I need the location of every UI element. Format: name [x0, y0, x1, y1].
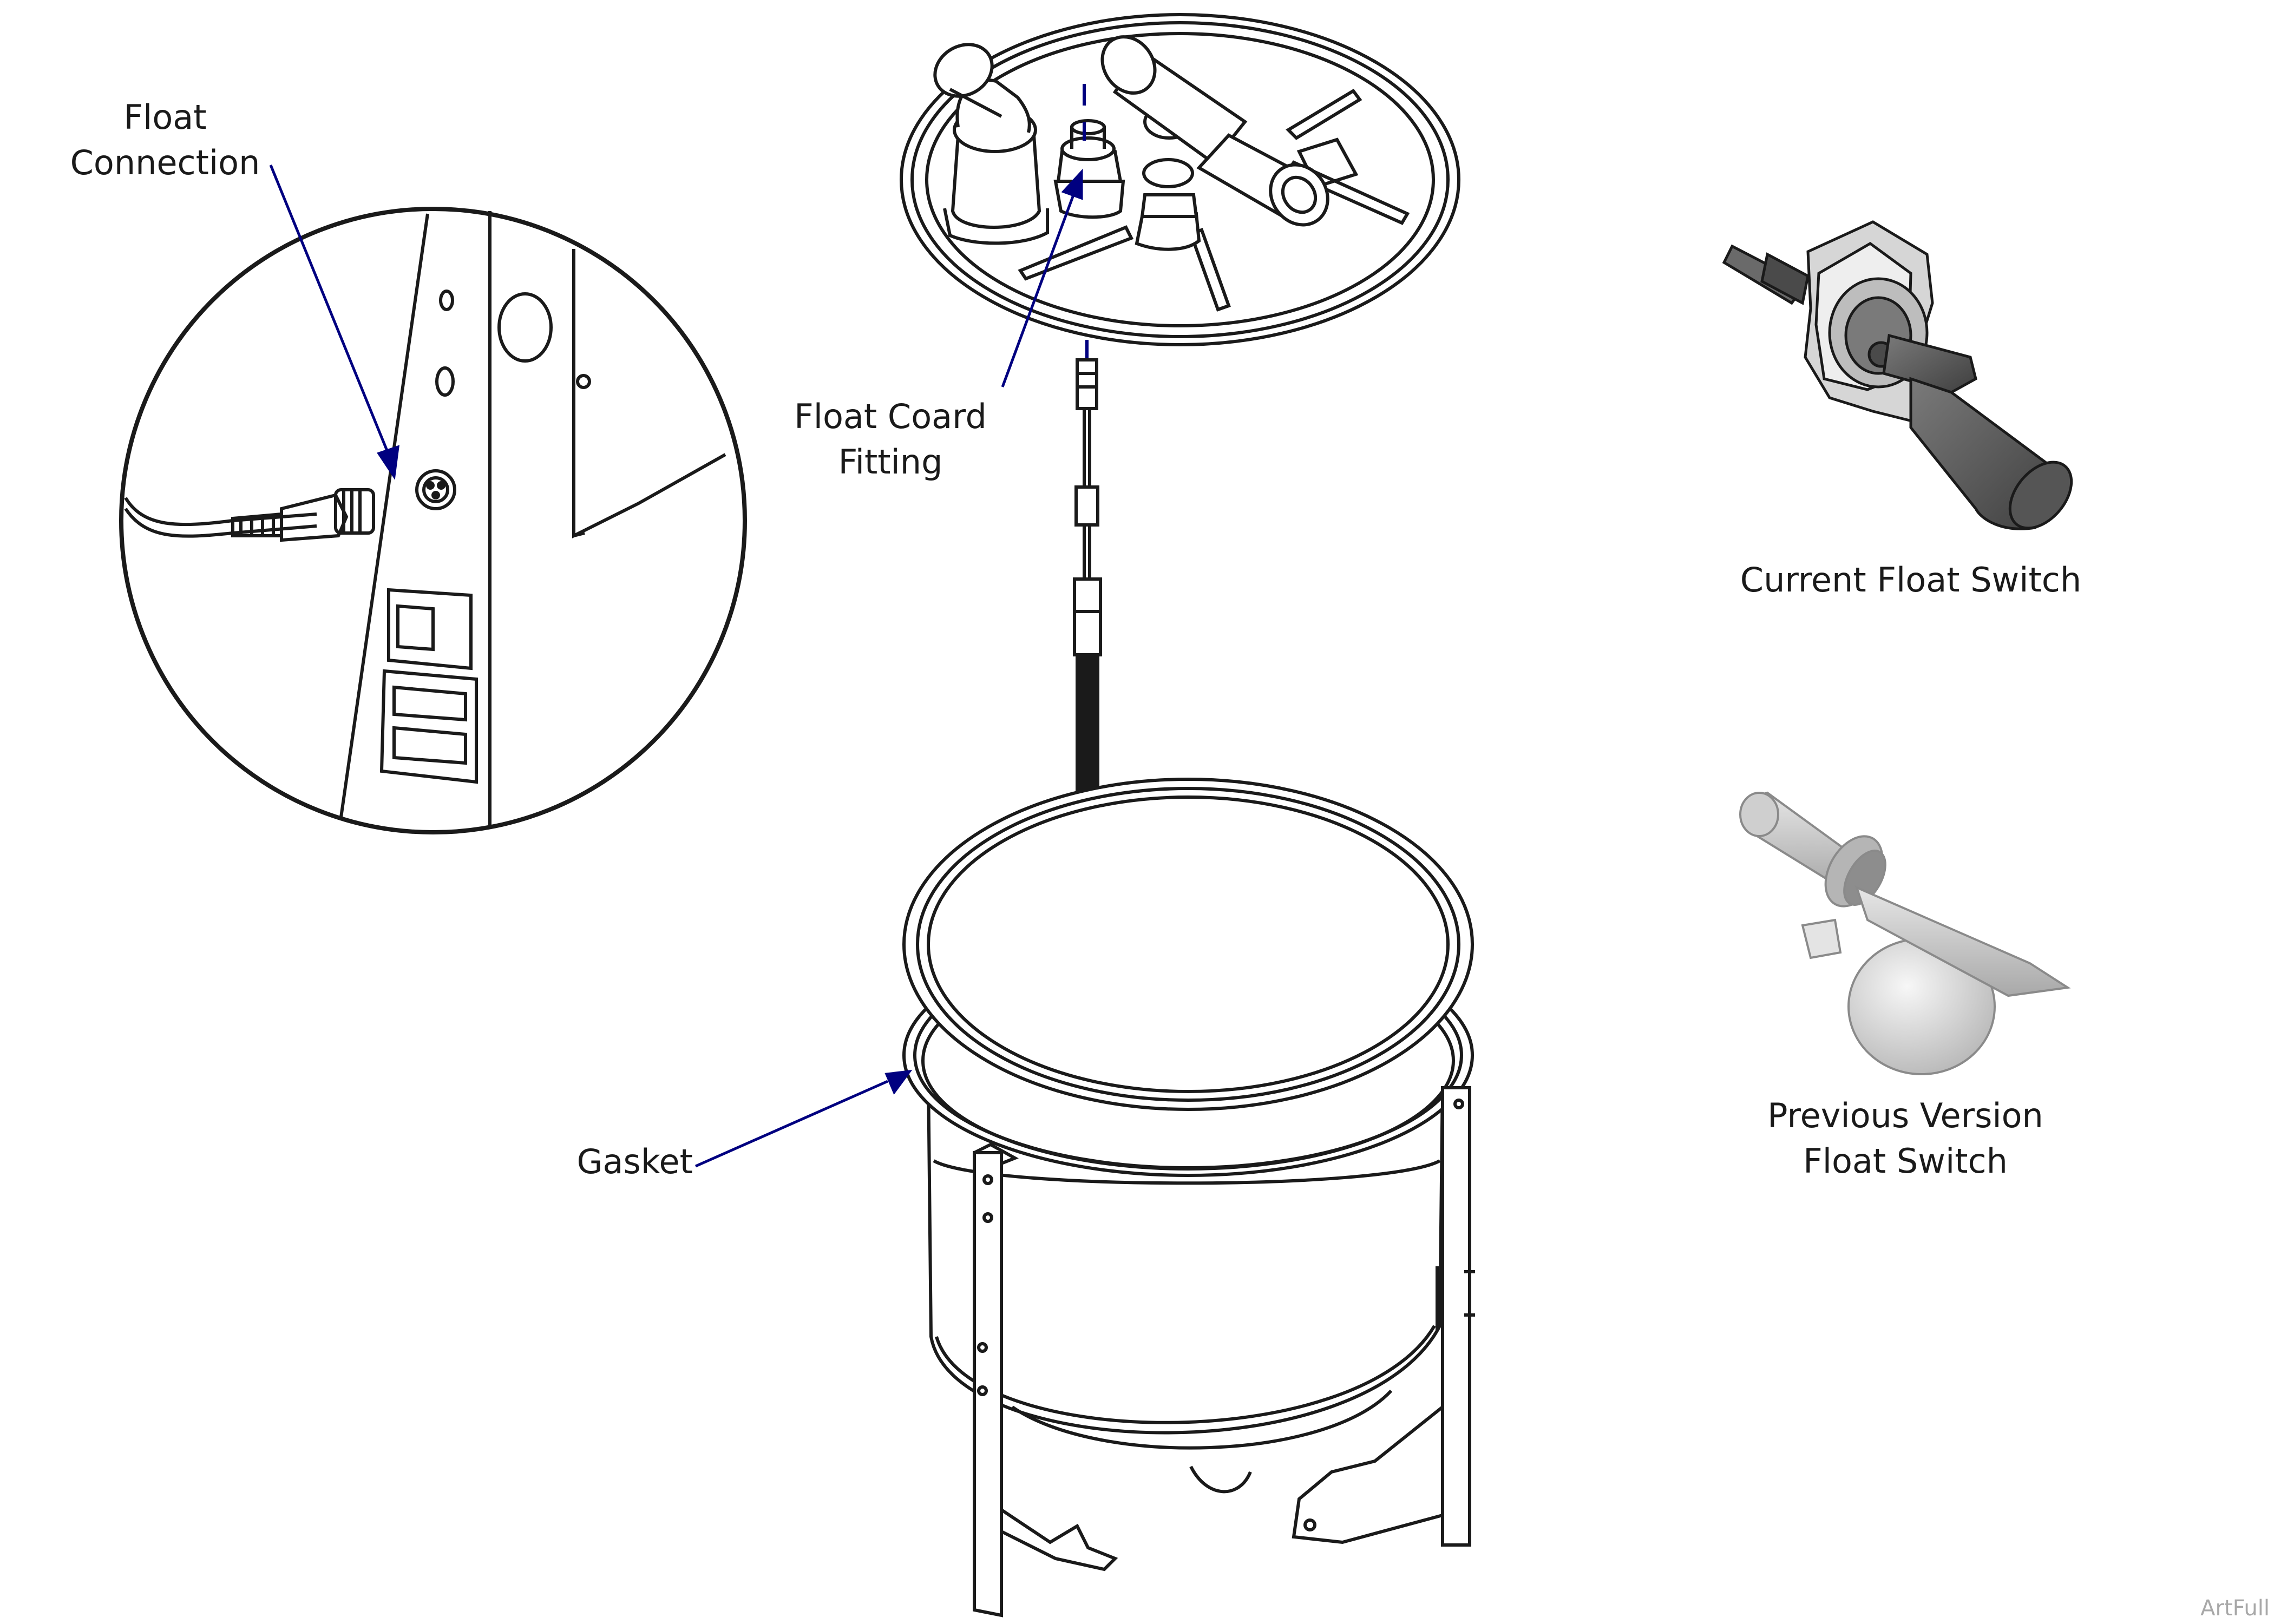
gasket-label: Gasket: [558, 1139, 693, 1185]
float-coard-fitting-leader: [1001, 192, 1076, 387]
current-float-switch-label: Current Float Switch: [1705, 557, 2116, 603]
float-connection-label-line-1: Float: [123, 97, 207, 137]
tank-lid: [900, 13, 1460, 346]
float-connection-arrowhead: [377, 445, 399, 480]
previous-float-switch-label: Previous Version Float Switch: [1732, 1093, 2079, 1184]
float-connection-label: Float Connection: [65, 95, 265, 186]
float-coard-fitting-label-line-1: Float Coard: [794, 397, 987, 436]
gasket-leader: [694, 1080, 889, 1168]
float-coard-fitting-label: Float Coard Fitting: [779, 394, 1001, 485]
previous-float-switch-image: [1739, 791, 2071, 1075]
gasket-label-text: Gasket: [576, 1142, 693, 1181]
previous-float-switch-label-line-1: Previous Version: [1767, 1096, 2043, 1135]
previous-float-switch-label-line-2: Float Switch: [1803, 1141, 2008, 1181]
leader-lines: [269, 165, 1083, 1168]
current-float-switch-image: [1722, 220, 2073, 530]
float-connection-leader: [269, 165, 390, 455]
gasket-arrowhead: [884, 1069, 913, 1095]
float-coard-fitting-label-line-2: Fitting: [838, 442, 943, 482]
float-connection-detail: [119, 207, 747, 834]
tank: [902, 778, 1475, 1618]
watermark: ArtFull: [2200, 1596, 2270, 1621]
float-connection-label-line-2: Connection: [70, 143, 260, 182]
float-coard-fitting-arrowhead: [1061, 168, 1083, 200]
current-float-switch-label-text: Current Float Switch: [1740, 560, 2082, 600]
